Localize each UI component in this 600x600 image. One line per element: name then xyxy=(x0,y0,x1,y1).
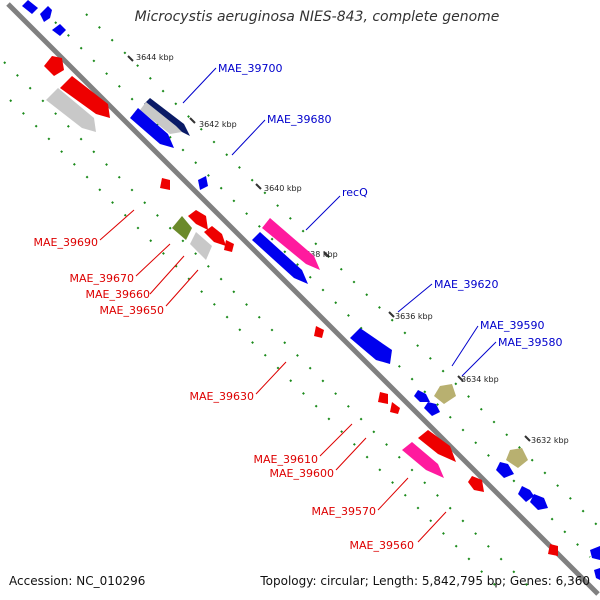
gene-label-reverse[interactable]: MAE_39650 xyxy=(100,304,164,317)
accession-text: Accession: NC_010296 xyxy=(9,574,146,588)
gene-arrow[interactable] xyxy=(140,102,182,134)
scale-label: 3640 kbp xyxy=(264,184,302,193)
callout-line xyxy=(335,437,367,471)
gene-arrow[interactable] xyxy=(314,326,324,338)
scale-label: 3638 kbp xyxy=(300,250,338,259)
callout-line xyxy=(417,511,447,543)
gene-arrow[interactable] xyxy=(252,232,308,284)
gene-label-reverse[interactable]: MAE_39630 xyxy=(190,390,254,403)
gene-arrow[interactable] xyxy=(418,430,456,462)
gene-arrow[interactable] xyxy=(390,402,400,414)
gene-label-forward[interactable]: recQ xyxy=(342,186,368,199)
gene-arrow[interactable] xyxy=(402,442,444,478)
scale-tick xyxy=(189,117,196,124)
gene-label-reverse[interactable]: MAE_39570 xyxy=(312,505,376,518)
gene-label-forward[interactable]: MAE_39680 xyxy=(267,113,331,126)
gene-arrow[interactable] xyxy=(548,544,558,556)
callout-line xyxy=(397,283,433,313)
gene-arrow[interactable] xyxy=(130,108,174,148)
gene-arrow[interactable] xyxy=(496,462,514,478)
inner-reverse-guide xyxy=(9,99,501,591)
gene-arrow[interactable] xyxy=(594,568,600,580)
callout-line xyxy=(319,423,353,457)
gene-label-reverse[interactable]: MAE_39690 xyxy=(34,236,98,249)
callout-line xyxy=(305,195,341,231)
reverse-label-callouts: MAE_39690 MAE_39670 MAE_39660 MAE_39650 … xyxy=(34,209,447,552)
gene-arrow[interactable] xyxy=(40,6,52,22)
gene-label-reverse[interactable]: MAE_39660 xyxy=(86,288,150,301)
gene-arrow[interactable] xyxy=(424,402,440,416)
scale-label: 3642 kbp xyxy=(199,120,237,129)
gene-arrow[interactable] xyxy=(378,392,388,404)
genome-backbone xyxy=(6,2,600,596)
gene-arrow[interactable] xyxy=(468,476,484,492)
genome-summary: Topology: circular; Length: 5,842,795 bp… xyxy=(260,574,590,588)
forward-label-callouts: MAE_39700 MAE_39680 recQ MAE_39620 MAE_3… xyxy=(182,62,562,377)
callout-line xyxy=(182,67,217,104)
gene-arrow[interactable] xyxy=(434,384,456,404)
gene-arrow[interactable] xyxy=(414,390,430,402)
callout-line xyxy=(451,325,479,367)
scale-label: 3636 kbp xyxy=(395,312,433,321)
map-title: Microcystis aeruginosa NIES-843, complet… xyxy=(134,9,500,25)
gene-arrow[interactable] xyxy=(22,0,38,14)
inner-reverse-guide xyxy=(3,61,536,594)
gene-arrow[interactable] xyxy=(262,218,320,270)
scale-tick xyxy=(255,183,262,190)
callout-line xyxy=(165,269,199,307)
gene-arrow[interactable] xyxy=(198,176,208,190)
gene-label-reverse[interactable]: MAE_39610 xyxy=(254,453,318,466)
callout-line xyxy=(231,119,266,156)
callout-line xyxy=(135,243,171,277)
scale-label: 3632 kbp xyxy=(531,436,569,445)
gene-arrow[interactable] xyxy=(590,546,600,560)
reverse-genes xyxy=(44,56,558,556)
scale-tick xyxy=(127,55,134,62)
gene-label-forward[interactable]: MAE_39580 xyxy=(498,336,562,349)
gene-arrow[interactable] xyxy=(172,216,192,240)
gene-label-forward[interactable]: MAE_39620 xyxy=(434,278,498,291)
gene-label-forward[interactable]: MAE_39590 xyxy=(480,319,544,332)
scale-tick xyxy=(323,251,330,258)
scale-label: 3644 kbp xyxy=(136,53,174,62)
callout-line xyxy=(461,341,497,377)
gene-arrow[interactable] xyxy=(204,226,226,246)
gene-label-forward[interactable]: MAE_39700 xyxy=(218,62,282,75)
scale-tick xyxy=(457,375,464,382)
gene-arrow[interactable] xyxy=(60,76,110,118)
gene-arrow[interactable] xyxy=(144,98,190,136)
gene-arrow[interactable] xyxy=(350,328,392,364)
gene-arrow[interactable] xyxy=(188,210,208,230)
gene-arrow[interactable] xyxy=(52,24,66,36)
callout-line xyxy=(377,477,409,511)
scale-tick xyxy=(388,311,395,318)
gene-label-reverse[interactable]: MAE_39560 xyxy=(350,539,414,552)
callout-line xyxy=(149,255,185,295)
gene-arrow[interactable] xyxy=(44,56,64,76)
gene-arrow[interactable] xyxy=(518,486,534,502)
gene-arrow[interactable] xyxy=(190,232,212,260)
gene-arrow[interactable] xyxy=(506,448,528,468)
gene-arrow[interactable] xyxy=(224,240,234,252)
gene-arrow[interactable] xyxy=(530,494,548,510)
scale-label: 3634 kbp xyxy=(461,375,499,384)
scale-tick xyxy=(524,435,531,442)
gene-label-reverse[interactable]: MAE_39600 xyxy=(270,467,334,480)
gene-arrow[interactable] xyxy=(160,178,170,190)
gene-label-reverse[interactable]: MAE_39670 xyxy=(70,272,134,285)
callout-line xyxy=(255,361,287,395)
forward-genes xyxy=(22,0,600,580)
gene-arrow[interactable] xyxy=(46,88,96,132)
scale-ticks: 3644 kbp 3642 kbp 3640 kbp 3638 kbp 3636… xyxy=(127,53,569,445)
callout-line xyxy=(99,209,135,241)
